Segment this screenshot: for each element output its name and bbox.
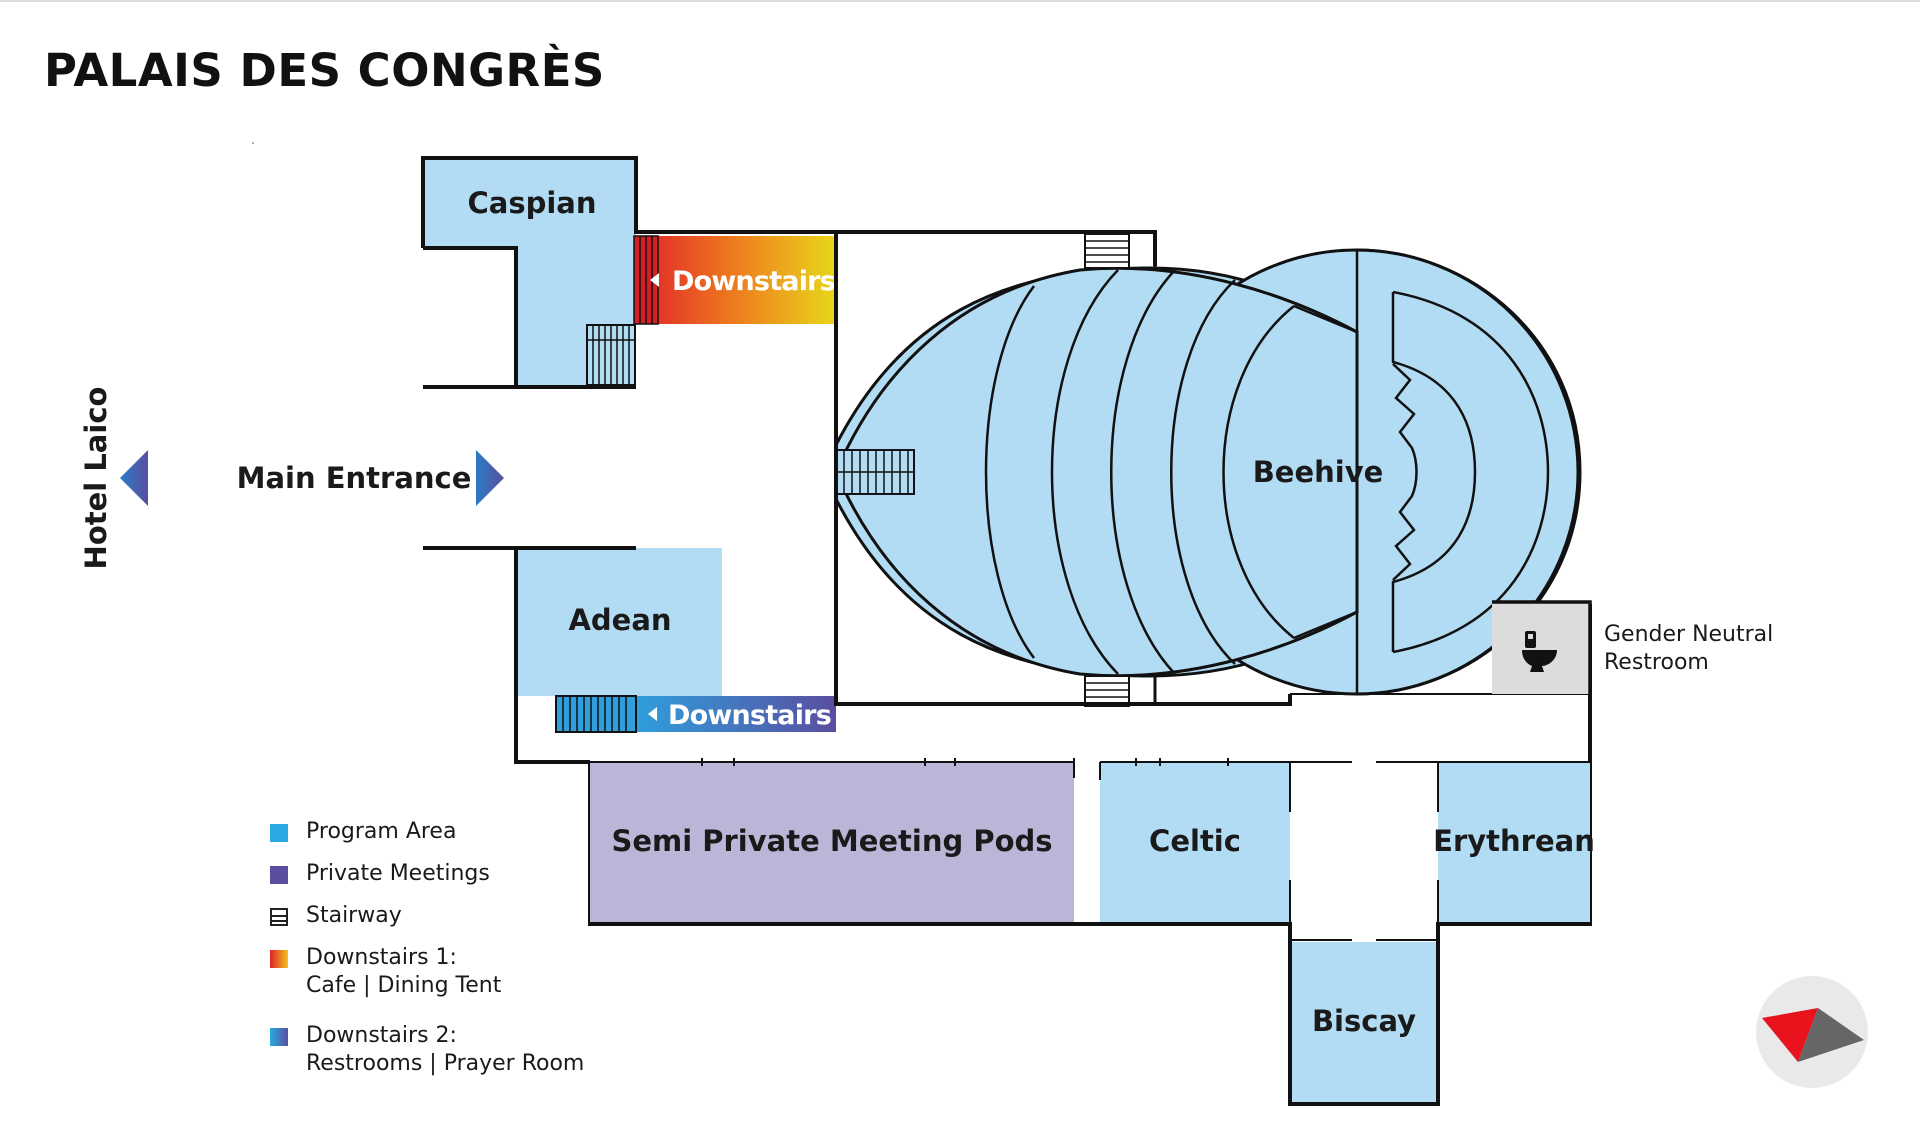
left-arrow-icon <box>648 707 657 721</box>
downstairs-1-label: Downstairs 1 <box>672 266 862 297</box>
program-area-swatch <box>270 824 288 842</box>
legend-item-downstairs-2: Downstairs 2: Restrooms | Prayer Room <box>268 1022 584 1078</box>
stairway-caspian <box>586 324 636 386</box>
room-erythrean[interactable]: Erythrean <box>1290 761 1595 922</box>
stairway-beehive-west <box>835 449 915 495</box>
legend-label: Private Meetings <box>306 861 490 886</box>
main-entrance[interactable]: Main Entrance <box>237 450 504 506</box>
legend-label: Program Area <box>306 819 457 844</box>
downstairs-1-swatch <box>270 950 288 968</box>
legend-sublabel: Restrooms | Prayer Room <box>306 1051 585 1076</box>
hotel-direction[interactable]: Hotel Laico <box>79 387 148 570</box>
room-semi-private-label: Semi Private Meeting Pods <box>611 824 1052 858</box>
legend-item-private-meetings: Private Meetings <box>268 860 584 888</box>
room-beehive[interactable]: Beehive <box>834 248 1582 696</box>
downstairs-2-swatch <box>270 1028 288 1046</box>
left-arrow-icon <box>120 450 148 506</box>
right-arrow-icon <box>476 450 504 506</box>
hotel-label: Hotel Laico <box>79 387 113 570</box>
legend-label: Downstairs 1: <box>306 945 457 970</box>
stairway-icon <box>270 908 288 926</box>
room-adean-label: Adean <box>568 603 671 637</box>
room-biscay[interactable]: Biscay <box>1292 939 1436 1102</box>
downstairs-2-label: Downstairs 2 <box>668 700 858 731</box>
legend: Program Area Private Meetings Stairway D… <box>268 818 584 1100</box>
compass-logo-icon <box>1756 976 1868 1088</box>
room-celtic-label: Celtic <box>1149 824 1241 858</box>
downstairs-2[interactable]: Downstairs 2 <box>555 695 858 733</box>
room-caspian-label: Caspian <box>467 186 596 220</box>
downstairs-1[interactable]: Downstairs 1 <box>633 235 862 325</box>
room-caspian[interactable]: Caspian <box>421 156 1157 389</box>
restroom[interactable]: Gender Neutral Restroom <box>1492 600 1773 694</box>
left-arrow-icon <box>650 273 659 287</box>
legend-item-program-area: Program Area <box>268 818 584 846</box>
legend-label: Stairway <box>306 903 402 928</box>
toilet-icon <box>1522 631 1557 672</box>
private-meetings-swatch <box>270 866 288 884</box>
room-celtic[interactable]: Celtic <box>1099 758 1291 922</box>
room-erythrean-label: Erythrean <box>1433 824 1595 858</box>
restroom-label-line2: Restroom <box>1604 650 1709 675</box>
legend-sublabel: Cafe | Dining Tent <box>306 973 502 998</box>
legend-item-downstairs-1: Downstairs 1: Cafe | Dining Tent <box>268 944 584 1000</box>
main-entrance-label: Main Entrance <box>237 461 472 495</box>
room-biscay-label: Biscay <box>1312 1004 1416 1038</box>
legend-label: Downstairs 2: <box>306 1023 457 1048</box>
stairway-beehive-north <box>1084 233 1130 269</box>
map-title: PALAIS DES CONGRÈS <box>44 44 605 97</box>
legend-item-stairway: Stairway <box>268 902 584 930</box>
restroom-label-line1: Gender Neutral <box>1604 622 1773 647</box>
room-beehive-label: Beehive <box>1253 455 1384 489</box>
stairway-beehive-south <box>1084 675 1130 707</box>
room-adean[interactable]: Adean <box>423 546 722 764</box>
room-semi-private-meeting-pods[interactable]: Semi Private Meeting Pods <box>590 758 1075 922</box>
